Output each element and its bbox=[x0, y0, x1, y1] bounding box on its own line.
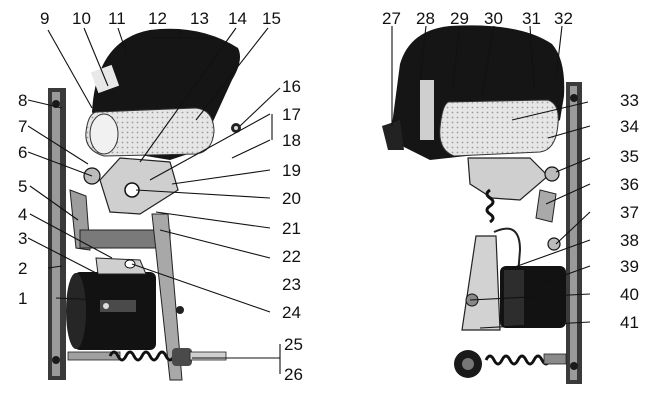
callout-29: 29 bbox=[450, 9, 469, 28]
callout-8: 8 bbox=[18, 91, 27, 110]
callout-25: 25 bbox=[284, 335, 303, 354]
callout-24: 24 bbox=[282, 303, 301, 322]
callout-15: 15 bbox=[262, 9, 281, 28]
callout-23: 23 bbox=[282, 275, 301, 294]
callout-4: 4 bbox=[18, 205, 27, 224]
callout-labels: 1 2 3 4 5 6 7 8 9 10 11 12 13 14 15 16 1… bbox=[18, 9, 639, 384]
callout-6: 6 bbox=[18, 143, 27, 162]
callout-19: 19 bbox=[282, 161, 301, 180]
callout-32: 32 bbox=[554, 9, 573, 28]
callout-10: 10 bbox=[72, 9, 91, 28]
callout-40: 40 bbox=[620, 285, 639, 304]
callout-22: 22 bbox=[282, 247, 301, 266]
callout-17: 17 bbox=[282, 105, 301, 124]
callout-27: 27 bbox=[382, 9, 401, 28]
callout-38: 38 bbox=[620, 231, 639, 250]
callout-41: 41 bbox=[620, 313, 639, 332]
callout-2: 2 bbox=[18, 259, 27, 278]
left-spring bbox=[108, 350, 184, 362]
right-spring bbox=[484, 354, 552, 366]
leader-lines bbox=[27, 25, 591, 374]
callout-13: 13 bbox=[190, 9, 209, 28]
callout-28: 28 bbox=[416, 9, 435, 28]
callout-1: 1 bbox=[18, 289, 27, 308]
callout-12: 12 bbox=[148, 9, 167, 28]
right-arc-runner bbox=[439, 99, 559, 157]
callout-31: 31 bbox=[522, 9, 541, 28]
callout-14: 14 bbox=[228, 9, 247, 28]
callout-35: 35 bbox=[620, 147, 639, 166]
callout-5: 5 bbox=[18, 177, 27, 196]
callout-3: 3 bbox=[18, 229, 27, 248]
callout-36: 36 bbox=[620, 175, 639, 194]
callout-18: 18 bbox=[282, 131, 301, 150]
callout-16: 16 bbox=[282, 77, 301, 96]
callout-30: 30 bbox=[484, 9, 503, 28]
callout-21: 21 bbox=[282, 219, 301, 238]
callout-39: 39 bbox=[620, 257, 639, 276]
callout-33: 33 bbox=[620, 91, 639, 110]
left-assembly bbox=[48, 28, 241, 381]
right-assembly bbox=[382, 25, 582, 384]
callout-20: 20 bbox=[282, 189, 301, 208]
callout-7: 7 bbox=[18, 117, 27, 136]
callout-9: 9 bbox=[40, 9, 49, 28]
callout-34: 34 bbox=[620, 117, 639, 136]
callout-26: 26 bbox=[284, 365, 303, 384]
callout-11: 11 bbox=[108, 9, 126, 28]
callout-37: 37 bbox=[620, 203, 639, 222]
left-arc-runner bbox=[85, 107, 215, 157]
